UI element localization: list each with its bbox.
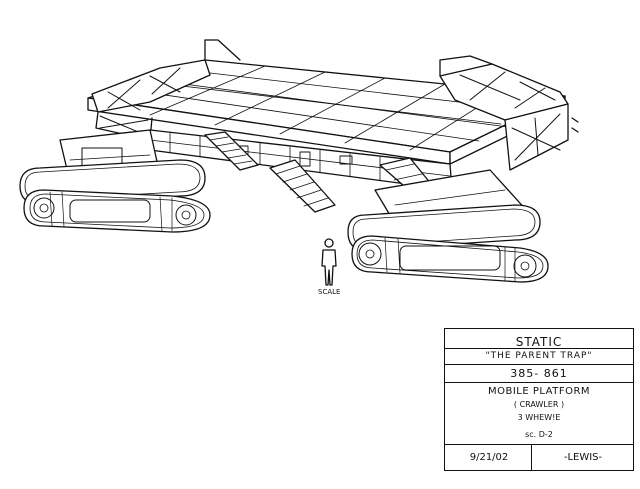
subject-title: MOBILE PLATFORM (487, 386, 591, 397)
scene-number: sc. D-2 (525, 430, 553, 439)
production-number: 385- 861 (510, 367, 568, 380)
left-crawler-truck (19, 129, 211, 233)
show-title: "THE PARENT TRAP" (485, 351, 593, 361)
divider (445, 444, 633, 445)
status-label: STATIC (515, 335, 563, 349)
title-block: STATIC "THE PARENT TRAP" 385- 861 MOBILE… (444, 328, 634, 471)
right-truss-corner (439, 55, 579, 171)
artist-signature: -LEWIS- (563, 452, 603, 463)
scale-figure (321, 238, 337, 286)
note-text: 3 WHEW!E (517, 413, 561, 422)
divider (445, 364, 633, 365)
left-truss-corner (91, 39, 241, 141)
right-crawler-truck: MCB (347, 169, 549, 283)
divider (445, 382, 633, 383)
scale-label: SCALE (318, 288, 340, 296)
divider (531, 445, 532, 471)
date-text: 9/21/02 (469, 452, 509, 463)
divider (445, 348, 633, 349)
subject-detail: ( CRAWLER ) (513, 400, 565, 409)
